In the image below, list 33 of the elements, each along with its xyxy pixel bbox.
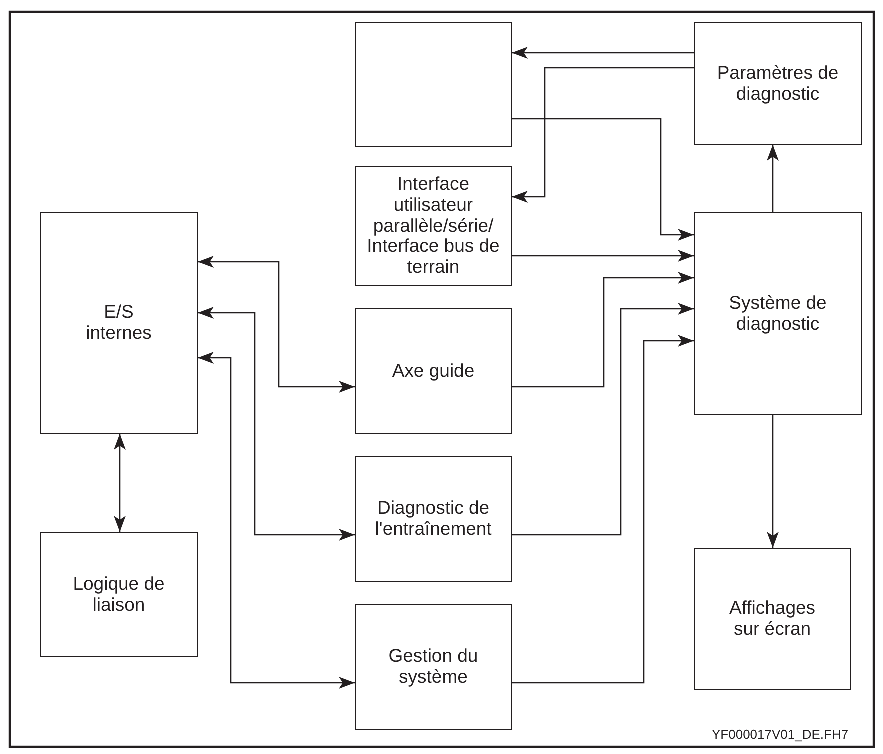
process-box — [355, 456, 512, 582]
arrow — [198, 256, 355, 393]
process-box — [694, 212, 862, 415]
arrow — [512, 303, 694, 536]
node-label: Diagnostic de l'entraînement — [374, 498, 493, 540]
process-box — [355, 22, 512, 147]
node-label: Axe guide — [392, 360, 475, 382]
process-box — [355, 308, 512, 434]
arrow — [512, 67, 694, 203]
node-label: Paramètres de diagnostic — [716, 62, 840, 104]
node-label: Interface utilisateur parallèle/série/ Interface bus de terrain — [366, 174, 501, 278]
arrow — [512, 335, 694, 684]
node-label: Affichages sur écran — [728, 598, 817, 640]
node-label: Système de diagnostic — [728, 292, 828, 334]
process-box — [694, 548, 851, 690]
node-label: E/S internes — [85, 302, 153, 344]
process-box — [355, 166, 512, 286]
arrow — [767, 415, 779, 548]
arrow — [512, 250, 694, 262]
file-name: YF000017V01_DE.FH7 — [712, 727, 849, 742]
node-label: Gestion du système — [388, 646, 480, 688]
arrow — [767, 145, 779, 212]
process-box — [694, 22, 862, 145]
arrow — [114, 434, 126, 532]
node-label: Logique de liaison — [72, 574, 166, 616]
arrow — [512, 118, 694, 241]
process-box — [40, 532, 198, 657]
arrow — [512, 47, 694, 59]
arrow — [512, 272, 694, 388]
process-box — [40, 212, 198, 434]
process-box — [355, 604, 512, 730]
arrow — [198, 352, 355, 689]
arrow — [198, 307, 355, 541]
